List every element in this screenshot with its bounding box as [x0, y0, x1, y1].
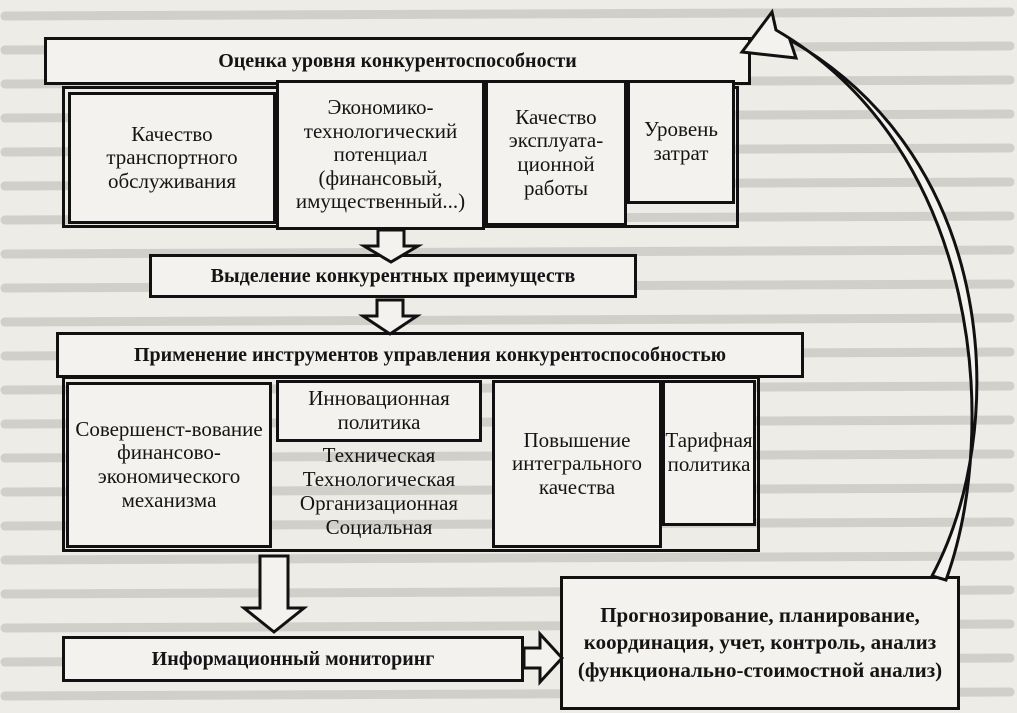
- assessment-cell-operational-quality: Качество эксплуата-ционной работы: [485, 80, 627, 226]
- innovation-type-organizational: Организационная: [299, 491, 459, 515]
- assessment-cell-economic-potential: Экономико-технологический потенциал (фин…: [276, 80, 485, 230]
- assessment-title: Оценка уровня конкурентоспособности: [44, 37, 751, 85]
- planning-box: Прогнозирование, планирование, координац…: [560, 576, 960, 710]
- monitoring-box: Информационный мониторинг: [62, 636, 524, 682]
- innovation-type-technological: Технологическая: [302, 467, 456, 491]
- advantages-box: Выделение конкурентных преимуществ: [149, 254, 637, 298]
- innovation-type-social: Социальная: [325, 515, 433, 539]
- tools-title: Применение инструментов управления конку…: [56, 332, 804, 378]
- assessment-cell-cost-level: Уровень затрат: [627, 80, 735, 204]
- tools-cell-financial: Совершенст-вование финансово-экономическ…: [66, 382, 272, 548]
- tools-cell-tariff-policy: Тарифная политика: [662, 380, 756, 526]
- tools-cell-innovation: Инновационная политика: [276, 380, 482, 442]
- tools-cell-integral-quality: Повышение интегрального качества: [492, 380, 662, 548]
- assessment-cell-transport-quality: Качество транспортного обслуживания: [68, 92, 276, 224]
- innovation-type-technical: Техническая: [322, 443, 436, 467]
- innovation-types-list: Техническая Технологическая Организацион…: [274, 443, 484, 539]
